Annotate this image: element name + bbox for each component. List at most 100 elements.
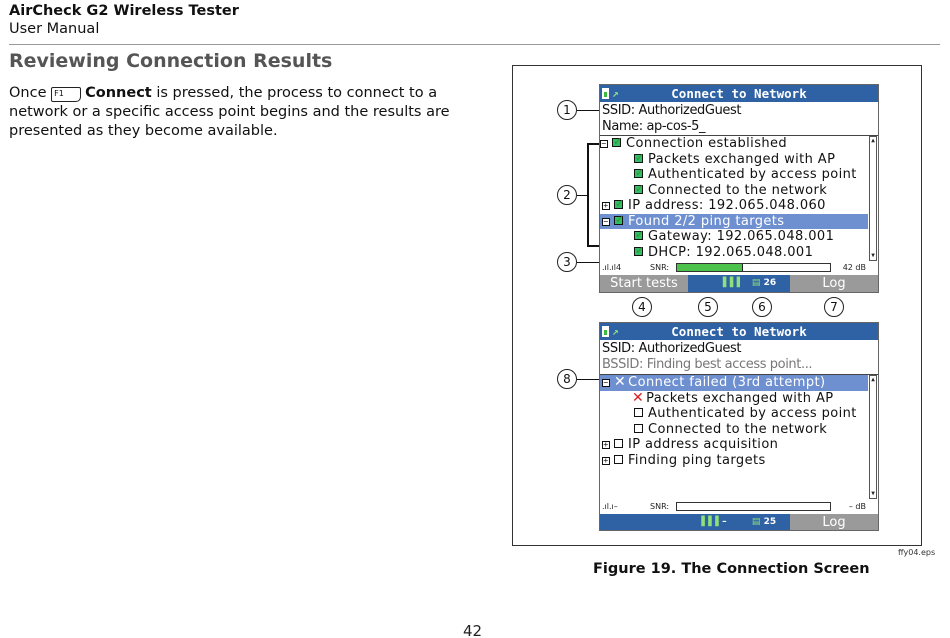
screen1-title: Connect to Network: [671, 86, 807, 101]
expand-icon[interactable]: +: [602, 201, 610, 210]
screen2-status-icons: ↗: [602, 325, 628, 338]
snr-value: 42 dB: [842, 263, 866, 272]
figure-frame: [512, 65, 922, 546]
expand-icon[interactable]: +: [602, 440, 610, 449]
f1-keycap: F1: [51, 87, 82, 102]
callout-3-leader: [577, 262, 599, 263]
screen1-scrollbar[interactable]: ▲ ▼: [869, 136, 877, 261]
result-row[interactable]: Gateway: 192.065.048.001: [600, 227, 868, 245]
plug-icon: ↗: [612, 87, 619, 100]
manual-title: AirCheck G2 Wireless Tester: [9, 3, 239, 19]
row-label: Packets exchanged with AP: [648, 151, 836, 167]
screen1-name: Name: ap-cos-5_: [602, 119, 706, 134]
check-icon: [614, 196, 625, 212]
result-row[interactable]: Authenticated by access point: [600, 406, 868, 422]
manual-subtitle: User Manual: [9, 21, 100, 37]
ap-bars-icon: ▌▌▌: [722, 278, 744, 288]
snr-meter: [676, 263, 831, 272]
row-label: IP address acquisition: [628, 437, 779, 452]
screen2-scrollbar[interactable]: ▲ ▼: [869, 375, 877, 499]
callout-8-leader: [577, 379, 599, 380]
network-count: 25: [763, 517, 777, 527]
ap-count-softkey[interactable]: ▌▌▌–: [690, 514, 738, 530]
ap-bars-icon: ▌▌▌: [701, 517, 723, 527]
empty-box-icon: [634, 408, 643, 417]
result-row[interactable]: DHCP: 192.065.048.001: [600, 243, 868, 261]
result-row-selected[interactable]: −✕Connect failed (3rd attempt): [600, 374, 868, 391]
check-icon: [634, 165, 645, 181]
log-button[interactable]: Log: [790, 514, 878, 530]
ap-count: –: [722, 517, 727, 527]
fail-x-icon: ✕: [632, 389, 645, 406]
screen1-status-bar: .ıl.ıl4 SNR: 42 dB: [600, 261, 878, 274]
empty-box-icon: [614, 439, 623, 448]
result-row[interactable]: Connected to the network: [600, 181, 868, 199]
check-icon: [634, 181, 645, 196]
scroll-down-icon[interactable]: ▼: [871, 490, 875, 497]
log-button[interactable]: Log: [790, 275, 878, 292]
result-row[interactable]: Authenticated by access point: [600, 165, 868, 183]
result-row[interactable]: Packets exchanged with AP: [600, 150, 868, 168]
callout-6: 6: [752, 297, 772, 317]
fail-x-icon: ✕: [614, 374, 627, 390]
network-icon: ▤: [751, 278, 761, 288]
screen1-status-icons: ↗: [602, 87, 628, 100]
network-count-softkey[interactable]: ▤ 25: [740, 514, 788, 530]
connect-keyword: Connect: [85, 85, 152, 101]
check-icon: [634, 243, 645, 258]
row-label: Connection established: [626, 136, 788, 151]
result-row[interactable]: − Connection established: [600, 134, 868, 152]
check-icon: [612, 134, 623, 150]
collapse-icon[interactable]: −: [600, 139, 608, 148]
result-row[interactable]: ✕Packets exchanged with AP: [600, 389, 868, 407]
row-label: IP address: 192.065.048.060: [628, 198, 826, 213]
collapse-icon[interactable]: −: [602, 378, 610, 387]
result-row-selected[interactable]: − Found 2/2 ping targets: [600, 212, 868, 229]
result-row[interactable]: +Finding ping targets: [600, 453, 868, 469]
result-row[interactable]: Connected to the network: [600, 422, 868, 438]
row-label: Found 2/2 ping targets: [628, 213, 785, 229]
callout-7: 7: [824, 297, 844, 317]
row-label: Connected to the network: [648, 421, 828, 437]
snr-label: SNR:: [650, 263, 670, 272]
callout-2: 2: [557, 185, 577, 205]
row-label: Packets exchanged with AP: [646, 390, 834, 406]
check-icon: [634, 227, 645, 243]
callout-5: 5: [698, 297, 718, 317]
callout-3: 3: [557, 252, 577, 272]
screen2-ssid: SSID: AuthorizedGuest: [602, 341, 742, 356]
snr-meter: [676, 502, 831, 511]
callout-1: 1: [557, 100, 577, 120]
start-tests-button[interactable]: Start tests: [600, 275, 688, 292]
scroll-down-icon[interactable]: ▼: [871, 252, 875, 259]
callout-2-bracket-bottom: [587, 245, 599, 247]
snr-value: – dB: [848, 502, 866, 511]
header-divider: [9, 44, 940, 45]
figure-file-label: ffy04.eps: [898, 548, 936, 557]
screen2-bssid: BSSID: Finding best access point...: [602, 357, 813, 372]
callout-8: 8: [557, 369, 577, 389]
page-number: 42: [463, 622, 483, 638]
expand-icon[interactable]: +: [602, 455, 610, 465]
snr-meter-fill: [677, 264, 743, 271]
screen2-function-bar: ▌▌▌– ▤ 25 Log: [600, 514, 878, 530]
battery-icon: [602, 88, 609, 99]
scroll-up-icon[interactable]: ▲: [871, 137, 875, 144]
screen2-titlebar: ↗ Connect to Network: [600, 323, 878, 340]
result-row[interactable]: + IP address: 192.065.048.060: [600, 196, 868, 214]
row-label: Gateway: 192.065.048.001: [648, 229, 835, 244]
scroll-up-icon[interactable]: ▲: [871, 376, 875, 383]
screen2-title: Connect to Network: [671, 324, 807, 339]
signal-icon: .ıl.ı–: [602, 502, 618, 511]
figure-caption: Figure 19. The Connection Screen: [593, 561, 870, 577]
screen2-divider: [600, 374, 878, 375]
callout-4: 4: [632, 297, 652, 317]
snr-label: SNR:: [650, 502, 670, 511]
network-count-softkey[interactable]: ▤ 26: [740, 275, 788, 292]
collapse-icon[interactable]: −: [602, 216, 610, 226]
empty-box-icon: [634, 423, 643, 433]
callout-2-bracket-top: [587, 143, 599, 145]
result-row[interactable]: + IP address acquisition: [600, 437, 868, 453]
connect-screen-success: ↗ Connect to Network SSID: AuthorizedGue…: [599, 84, 879, 293]
